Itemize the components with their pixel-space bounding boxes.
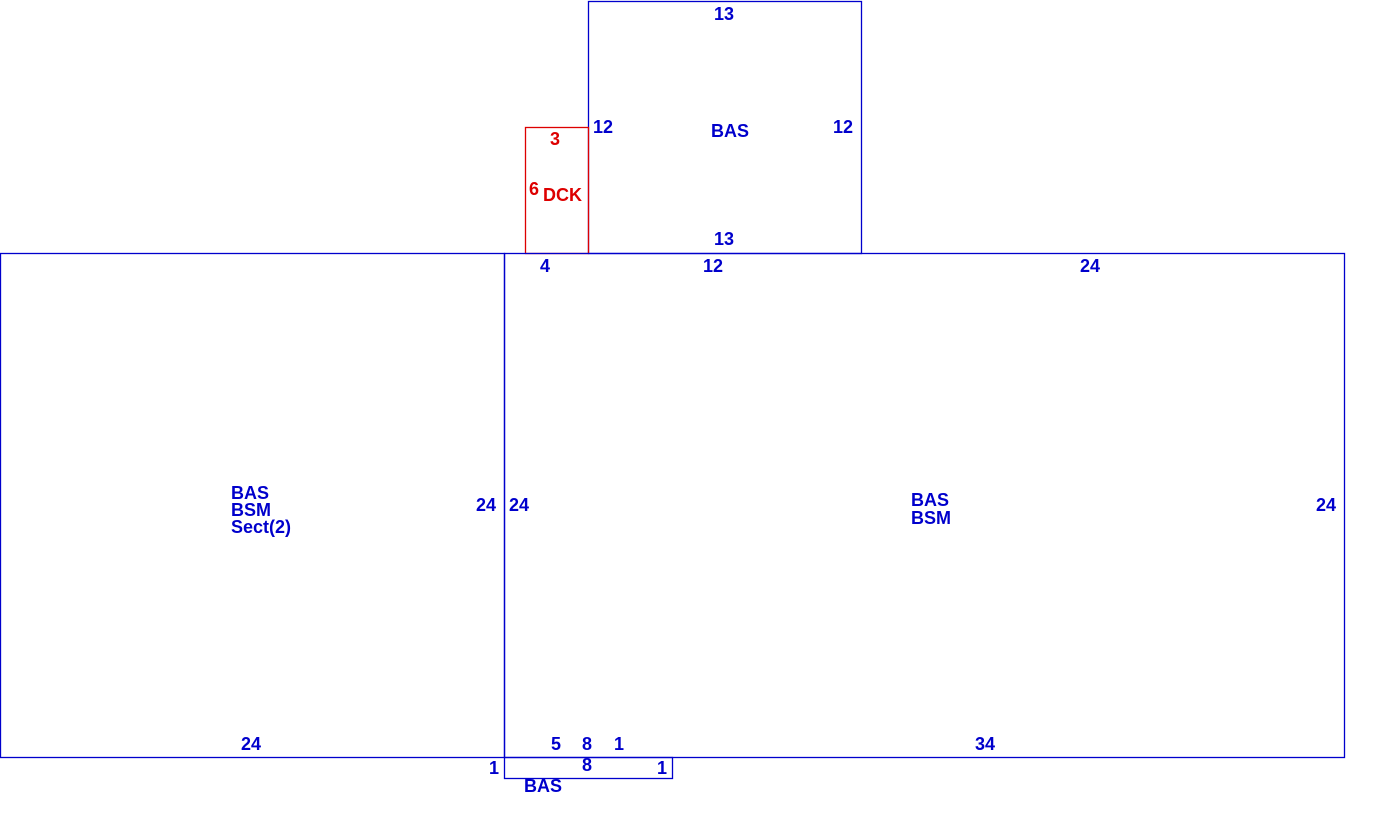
main-section-dim-top-c: 24 — [1080, 256, 1100, 276]
main-section-dim-bottom-a: 5 — [551, 734, 561, 754]
main-section-dim-top-b: 12 — [703, 256, 723, 276]
left-section-dim-bottom: 24 — [241, 734, 261, 754]
main-section-outline — [503, 252, 1346, 759]
main-section-dim-bottom-b: 8 — [582, 734, 592, 754]
small-bas-dim-top: 8 — [582, 755, 592, 775]
main-section-dim-bottom-d: 34 — [975, 734, 995, 754]
small-bas-outline — [503, 756, 674, 780]
top-bas-dim-left: 12 — [593, 117, 613, 137]
deck-dim-top: 3 — [550, 129, 560, 149]
left-section-line-2: BSM — [231, 500, 271, 520]
small-bas-dim-right: 1 — [657, 758, 667, 778]
small-bas-label: BAS — [524, 776, 562, 796]
top-bas-dim-bottom: 13 — [714, 229, 734, 249]
main-section-dim-top-a: 4 — [540, 256, 550, 276]
main-section-dim-bottom-c: 1 — [614, 734, 624, 754]
main-section-line-2: BSM — [911, 508, 951, 528]
deck-dim-left: 6 — [529, 179, 539, 199]
main-section-dim-right: 24 — [1316, 495, 1336, 515]
left-section-dim-right: 24 — [476, 495, 496, 515]
small-bas-dim-left: 1 — [489, 758, 499, 778]
main-section-dim-left: 24 — [509, 495, 529, 515]
left-section-line-1: BAS — [231, 483, 269, 503]
top-bas-dim-top: 13 — [714, 4, 734, 24]
left-section-line-3: Sect(2) — [231, 517, 291, 537]
top-bas-label: BAS — [711, 121, 749, 141]
top-bas-dim-right: 12 — [833, 117, 853, 137]
deck-label: DCK — [543, 185, 582, 205]
main-section-line-1: BAS — [911, 490, 949, 510]
